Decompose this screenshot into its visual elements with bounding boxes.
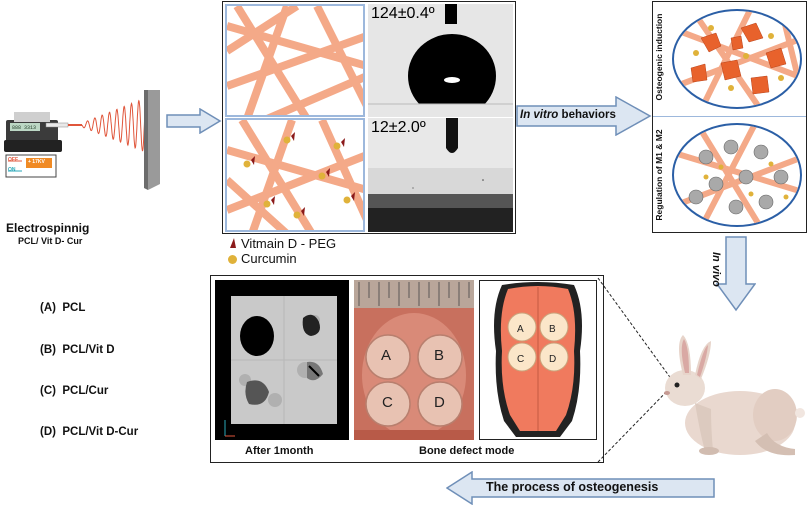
- switch-off-label: OFF: [8, 157, 18, 163]
- surgical-photo: A B C D: [354, 280, 474, 440]
- in-vitro-label: In vitro behaviors: [520, 109, 616, 121]
- in-vitro-italic: In vitro: [520, 109, 559, 121]
- arrow-to-fibers: [166, 108, 222, 134]
- group-c-label: (C) PCL/Cur: [40, 385, 109, 397]
- connector-lines: [596, 276, 676, 466]
- pcl-vitd-cur-fiber-image: [225, 118, 365, 232]
- skull-illustration: A B C D: [479, 280, 597, 440]
- fiber-contact-angle-panel: 124±0.4º 12±2.0º: [222, 1, 516, 234]
- skull-defect-b: B: [549, 324, 556, 335]
- group-b-label: (B) PCL/Vit D: [40, 344, 115, 356]
- device-display-text: 888 3313: [12, 125, 37, 131]
- curcumin-legend-icon: [228, 255, 237, 264]
- after-1month-caption: After 1month: [245, 445, 314, 457]
- in-vitro-rest: behaviors: [558, 109, 616, 121]
- skull-defect-a: A: [517, 324, 524, 335]
- skull-defect-d: D: [549, 354, 557, 365]
- photo-defect-d: D: [434, 394, 445, 411]
- skull-defect-c: C: [517, 354, 525, 365]
- electrospinning-title: Electrospinnig: [6, 221, 90, 235]
- switch-on-label: ON: [8, 167, 16, 173]
- contact-angle-pcl-image: 124±0.4º: [368, 4, 513, 117]
- voltage-label: + 17KV: [28, 159, 45, 165]
- osteogenesis-label: The process of osteogenesis: [486, 480, 659, 494]
- osteogenesis-arrow: [446, 471, 716, 505]
- osteogenic-induction-label: Osteogenic induction: [654, 13, 664, 101]
- in-vivo-label: In vivo: [710, 252, 722, 287]
- electrospinning-setup: [0, 90, 200, 240]
- photo-defect-b: B: [434, 347, 445, 364]
- panel-divider: [653, 116, 806, 117]
- in-vivo-arrow: [716, 236, 756, 312]
- micro-ct-image: [215, 280, 349, 440]
- osteogenic-ellipse: [671, 8, 803, 110]
- macrophage-ellipse: [671, 122, 803, 228]
- rabbit-illustration: [655, 333, 805, 463]
- electrospinning-illustration: [4, 90, 160, 190]
- regulation-m1-m2-label: Regulation of M1 & M2: [654, 129, 664, 221]
- electrospinning-subtitle: PCL/ Vit D- Cur: [18, 236, 83, 246]
- group-a-label: (A) PCL: [40, 302, 86, 314]
- curcumin-legend-label: Curcumin: [241, 251, 297, 266]
- contact-angle-top-value: 124±0.4º: [371, 5, 435, 22]
- in-vitro-arrow: [516, 96, 652, 136]
- contact-angle-vitd-cur-image: 12±2.0º: [368, 118, 513, 232]
- pcl-fiber-image: [225, 4, 365, 117]
- photo-defect-a: A: [381, 347, 392, 364]
- in-vitro-panel: [652, 1, 807, 233]
- in-vivo-panel: A B C D A B C D After 1month Bone defect…: [210, 275, 604, 463]
- photo-defect-c: C: [382, 394, 393, 411]
- vitamin-legend-icon: [229, 238, 237, 248]
- bone-defect-caption: Bone defect mode: [419, 445, 515, 457]
- vitamin-legend-label: Vitmain D - PEG: [241, 236, 337, 251]
- contact-angle-bottom-value: 12±2.0º: [371, 119, 426, 136]
- group-d-label: (D) PCL/Vit D-Cur: [40, 426, 139, 438]
